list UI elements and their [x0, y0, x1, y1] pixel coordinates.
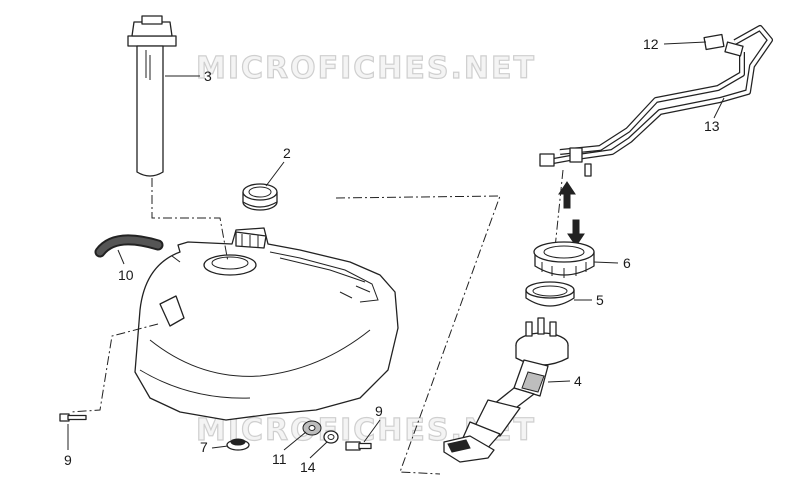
guide-line-pump-box [335, 195, 501, 475]
leader-4 [547, 380, 571, 383]
part-ring-nut [242, 183, 278, 211]
callout-7: 7 [200, 439, 208, 455]
leader-14 [309, 441, 328, 459]
guide-line-sender [151, 178, 229, 263]
callout-3: 3 [204, 68, 212, 84]
leader-11 [283, 431, 307, 451]
part-screw-right [345, 441, 372, 451]
callout-9-left: 9 [64, 452, 72, 468]
part-fuel-hose-assembly [539, 25, 773, 177]
part-grommet [226, 438, 250, 451]
part-pump-seal [525, 281, 575, 307]
part-fuel-level-sender [127, 15, 177, 177]
part-bolt-left [59, 413, 87, 422]
part-fuel-tank [134, 227, 399, 421]
part-rubber-washer [302, 420, 322, 436]
callout-5: 5 [596, 292, 604, 308]
leader-13 [713, 97, 725, 119]
callout-13: 13 [704, 118, 720, 134]
leader-10 [117, 249, 125, 265]
callout-11: 11 [272, 451, 287, 467]
guide-line-bolt [69, 323, 159, 413]
leader-7 [211, 445, 229, 449]
part-washer [323, 430, 339, 444]
arrow-up-icon [558, 181, 576, 209]
callout-6: 6 [623, 255, 631, 271]
leader-6 [593, 261, 619, 264]
callout-9-right: 9 [375, 403, 383, 419]
callout-12: 12 [643, 36, 659, 52]
callout-14: 14 [300, 459, 316, 475]
part-pump-ring-nut [533, 241, 595, 278]
callout-10: 10 [118, 267, 134, 283]
arrow-down-icon [567, 219, 585, 247]
callout-4: 4 [574, 373, 582, 389]
callout-2: 2 [283, 145, 291, 161]
watermark-top: MICROFICHES.NET [196, 51, 536, 86]
leader-9-right [363, 419, 381, 443]
leader-12 [663, 41, 707, 45]
guide-line-pump [554, 169, 564, 249]
leader-2 [265, 161, 285, 187]
part-fuel-pump [443, 317, 569, 463]
